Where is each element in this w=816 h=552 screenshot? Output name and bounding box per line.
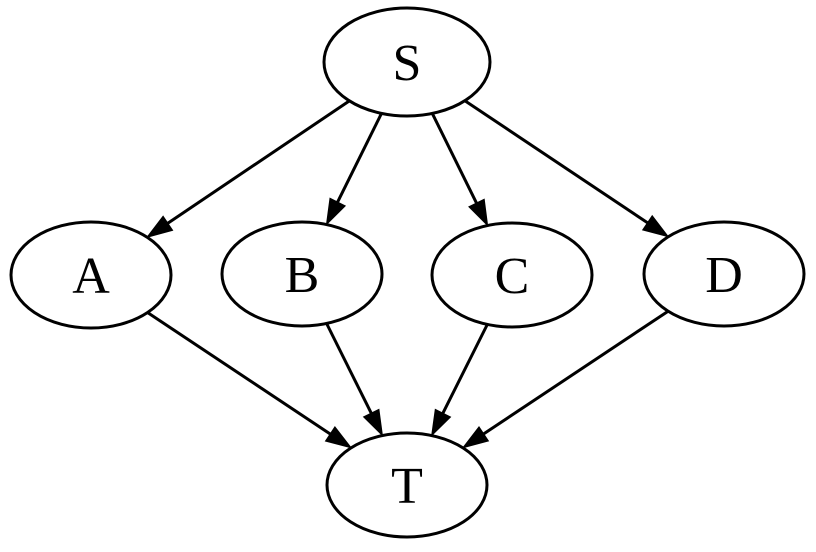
edge-line-S-A [166,99,351,225]
arrowhead-icon-S-C [468,198,489,227]
node-ellipse-S [322,6,492,118]
edge-line-S-D [464,99,649,225]
node-label-B: B [285,247,320,304]
node-label-D: D [705,247,743,304]
edge-line-D-T [482,309,669,436]
edge-line-A-T [146,311,332,436]
node-label-T: T [391,458,423,515]
arrowhead-icon-C-T [431,408,452,437]
node-ellipse-A [9,220,173,330]
edge-line-B-T [325,322,373,414]
arrowhead-icon-D-T [461,426,490,449]
edge-line-S-C [430,112,478,204]
node-label-S: S [393,35,422,92]
arrowhead-icon-B-T [362,408,384,437]
node-label-C: C [495,248,530,305]
arrowhead-icon-S-D [641,214,670,238]
edge-line-C-T [441,323,489,414]
arrowhead-icon-A-T [324,426,353,449]
node-ellipse-T [325,431,489,539]
arrowhead-icon-S-A [145,215,174,239]
arrowhead-icon-S-B [325,197,347,226]
node-ellipse-D [642,220,806,328]
node-ellipse-C [430,221,594,329]
node-ellipse-B [220,220,384,328]
edge-line-S-B [336,112,383,203]
node-label-A: A [72,248,110,305]
